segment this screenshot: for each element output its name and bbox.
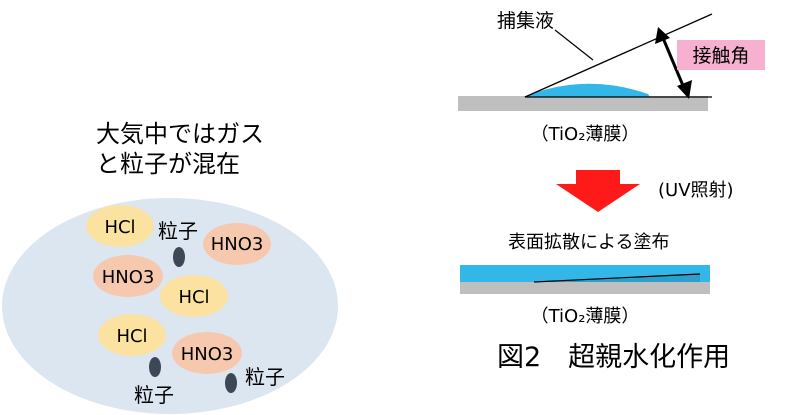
uv-down-arrow [556,170,640,212]
hno3-label-1: HNO3 [211,234,264,255]
figure-caption: 図2 超親水化作用 [497,342,730,373]
left-heading-line1: 大気中ではガス [96,120,264,148]
spread-line [533,273,701,283]
particle-label-2: 粒子 [134,383,174,407]
hno3-gas-2 [93,255,163,297]
contact-angle-arrow [661,37,686,89]
contact-angle-label: 接触角 [692,45,749,67]
particle-dot-3 [225,373,237,393]
film-label-1: （TiO₂薄膜） [531,124,640,145]
film-label-2: （TiO₂薄膜） [531,306,640,327]
hno3-label-3: HNO3 [181,344,234,365]
particle-label-1: 粒子 [158,219,198,243]
hcl-label-3: HCl [116,326,147,347]
spread-label: 表面拡散による塗布 [508,231,669,253]
liquid-leader-line [554,29,594,61]
substrate-bottom [460,282,710,294]
hno3-gas-3 [172,332,242,374]
substrate-top [458,96,708,111]
hcl-label-2: HCl [178,287,209,308]
tangent-line [524,13,713,98]
contact-angle-arrowhead-top [655,27,670,44]
particle-label-3: 粒子 [245,365,285,389]
hcl-gas-1 [86,205,154,247]
hcl-label-1: HCl [104,217,135,238]
hno3-gas-1 [203,223,271,265]
uv-label: (UV照射) [658,180,734,201]
contact-angle-box [677,40,765,70]
liquid-label: 捕集液 [497,10,554,32]
contact-angle-arrowhead-bottom [677,80,692,99]
hno3-label-2: HNO3 [102,267,155,288]
hcl-gas-2 [160,275,228,317]
particle-dot-1 [173,247,185,267]
left-heading-line2: と粒子が混在 [96,150,240,178]
hcl-gas-3 [98,314,166,356]
liquid-droplet [523,83,650,97]
particle-dot-2 [149,357,161,377]
